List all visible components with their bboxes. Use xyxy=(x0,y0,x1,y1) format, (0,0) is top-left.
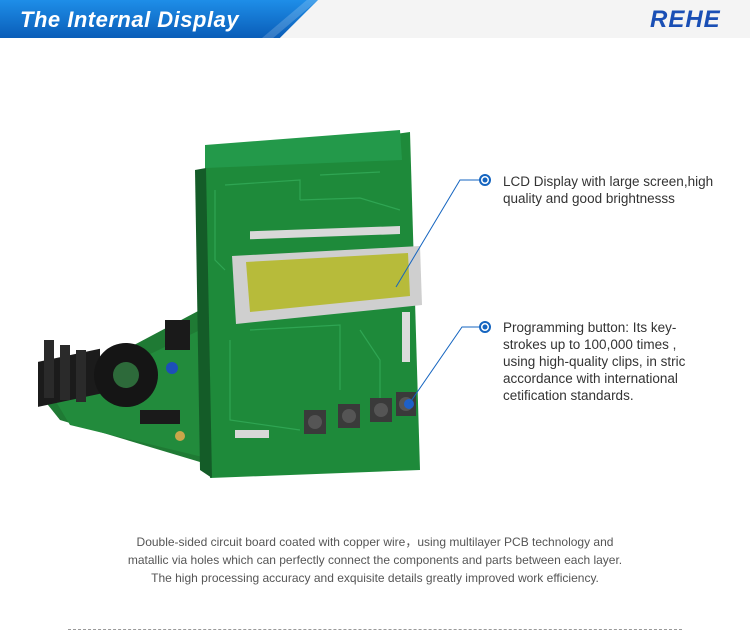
page-title: The Internal Display xyxy=(20,7,240,32)
callout-lcd-marker-dot xyxy=(482,177,488,183)
callout-lcd-leader xyxy=(395,179,484,288)
callout-btn-line: strokes up to 100,000 times , xyxy=(503,337,677,352)
capacitor-2 xyxy=(175,431,185,441)
main-pcb-top-edge xyxy=(205,130,402,168)
bottom-header xyxy=(235,430,269,438)
callout-btn-line: cetification standards. xyxy=(503,388,634,403)
circuit-board-image xyxy=(38,130,491,478)
lcd-screen xyxy=(246,253,410,312)
callout-programming-button: Programming button: Its key- strokes up … xyxy=(503,319,723,404)
terminal-fin-3 xyxy=(76,350,86,402)
callout-btn-marker-dot xyxy=(482,324,488,330)
main-pcb-shadow xyxy=(195,168,212,478)
description-line: The high processing accuracy and exquisi… xyxy=(151,571,599,585)
connector xyxy=(165,320,190,350)
callout-btn-line: Programming button: Its key- xyxy=(503,320,677,335)
lcd-pin-header xyxy=(250,226,400,240)
callout-btn-line: accordance with international xyxy=(503,371,678,386)
description-line: Double-sided circuit board coated with c… xyxy=(136,535,614,549)
callout-btn-line: using high-quality clips, in stric xyxy=(503,354,686,369)
current-transformer-hole xyxy=(113,362,139,388)
footer-divider xyxy=(68,629,682,630)
callout-lcd-display: LCD Display with large screen,high quali… xyxy=(503,173,743,207)
brand-logo: REHE xyxy=(650,6,721,33)
terminal-fin-1 xyxy=(44,340,54,398)
terminal-fin-2 xyxy=(60,345,70,400)
callout-btn-leader xyxy=(408,326,484,405)
title-tab xyxy=(0,0,318,38)
ic-chip xyxy=(140,410,180,424)
pcb-traces xyxy=(214,171,401,431)
callout-lcd-line: LCD Display with large screen,high xyxy=(503,174,714,189)
description-line: matallic via holes which can perfectly c… xyxy=(127,553,623,567)
description-text: Double-sided circuit board coated with c… xyxy=(0,533,750,587)
callout-lcd-line: quality and good brightnesss xyxy=(503,191,675,206)
capacitor xyxy=(166,362,178,374)
side-header xyxy=(402,312,410,362)
